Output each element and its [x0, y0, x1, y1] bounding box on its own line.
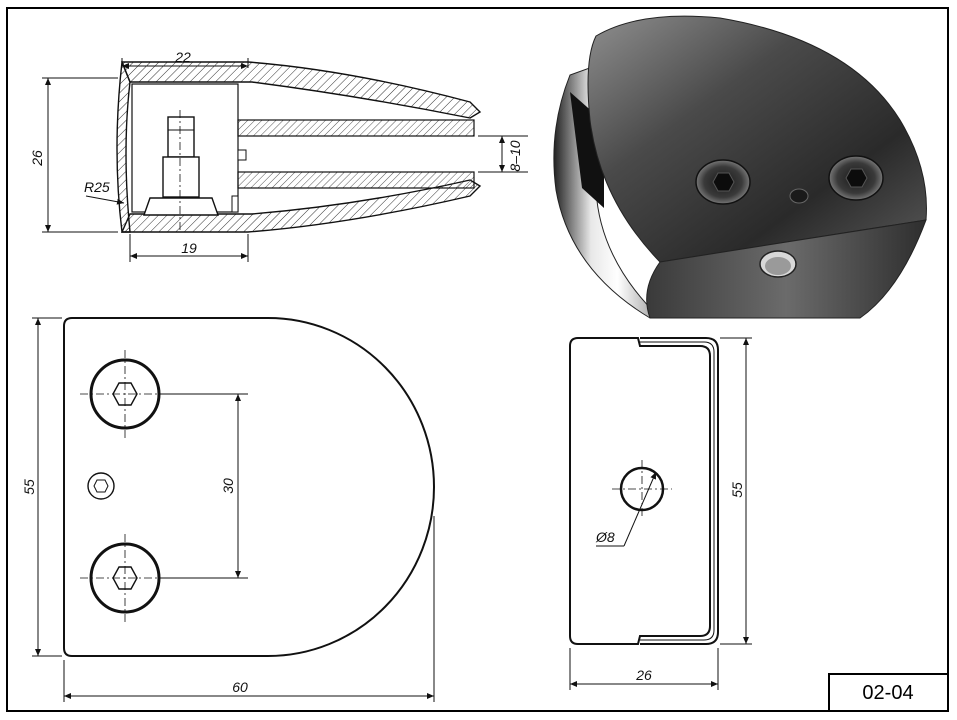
drawing-frame — [6, 7, 949, 712]
dim-60: 60 — [232, 679, 248, 695]
product-3d-render — [553, 15, 927, 319]
front-view: 30 55 60 — [21, 317, 435, 702]
dim-26-end: 26 — [635, 667, 652, 683]
drawing-code: 02-04 — [862, 682, 913, 704]
end-view: Ø8 55 26 — [569, 337, 752, 690]
dim-55-end: 55 — [729, 482, 745, 498]
dim-26-side: 26 — [29, 150, 45, 167]
dim-19: 19 — [181, 240, 197, 256]
dim-30: 30 — [220, 478, 236, 494]
dim-22: 22 — [174, 49, 191, 65]
dim-r25: R25 — [84, 179, 110, 195]
side-section-view: 22 26 R25 19 8–10 — [29, 49, 528, 262]
title-block: 02-04 — [828, 673, 949, 712]
dim-d8: Ø8 — [595, 529, 615, 545]
dim-8-10: 8–10 — [507, 140, 523, 171]
dim-55-front: 55 — [21, 479, 37, 495]
